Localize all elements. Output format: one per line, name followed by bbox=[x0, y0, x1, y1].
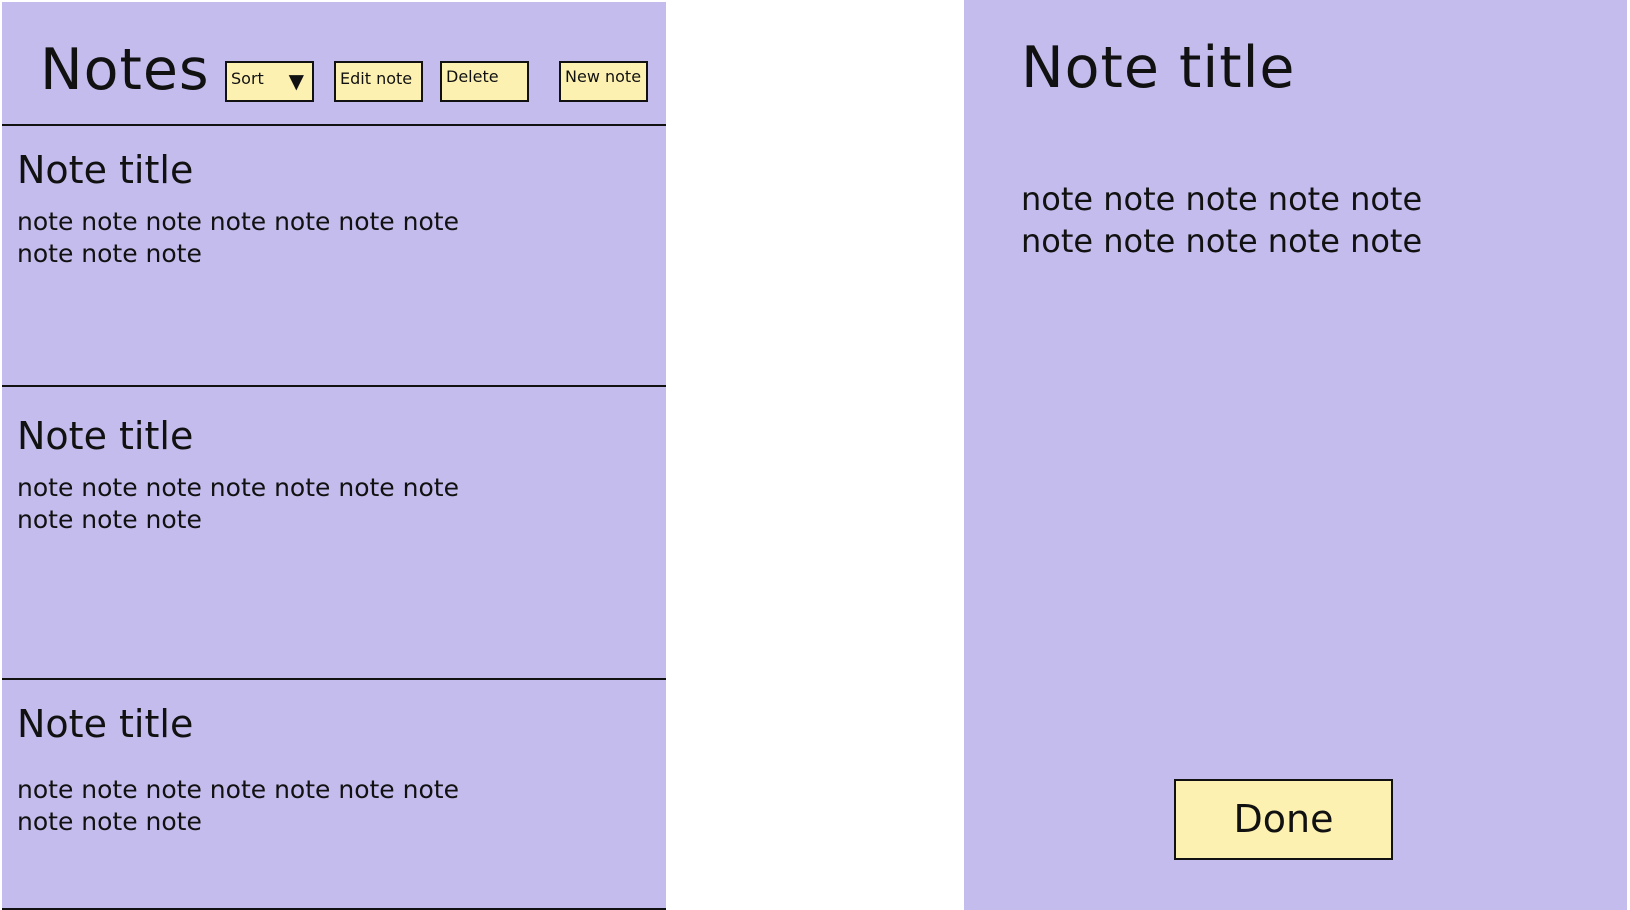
note-item-preview: note note note note note note note note … bbox=[17, 473, 459, 534]
sort-dropdown[interactable]: Sort ▼ bbox=[225, 61, 314, 102]
note-item-preview: note note note note note note note note … bbox=[17, 207, 459, 268]
app-title: Notes bbox=[40, 37, 210, 103]
note-detail-body: note note note note note note note note … bbox=[1021, 180, 1423, 260]
sort-label: Sort bbox=[231, 69, 264, 88]
note-detail-title: Note title bbox=[1021, 35, 1296, 101]
note-list-item[interactable]: Note title note note note note note note… bbox=[2, 126, 666, 387]
done-button[interactable]: Done bbox=[1174, 779, 1393, 860]
notes-list-header: Notes Sort ▼ Edit note Delete New note bbox=[2, 2, 666, 126]
new-note-button[interactable]: New note bbox=[559, 61, 648, 102]
note-detail-panel: Note title note note note note note note… bbox=[964, 0, 1627, 910]
note-item-preview: note note note note note note note note … bbox=[17, 775, 459, 836]
note-list-item[interactable]: Note title note note note note note note… bbox=[2, 387, 666, 680]
delete-button[interactable]: Delete bbox=[440, 61, 529, 102]
edit-note-button[interactable]: Edit note bbox=[334, 61, 423, 102]
note-item-title: Note title bbox=[17, 148, 194, 192]
chevron-down-icon: ▼ bbox=[288, 69, 304, 93]
note-item-title: Note title bbox=[17, 702, 194, 746]
note-list-item[interactable]: Note title note note note note note note… bbox=[2, 680, 666, 910]
note-item-title: Note title bbox=[17, 414, 194, 458]
notes-list-panel: Notes Sort ▼ Edit note Delete New note N… bbox=[2, 2, 666, 910]
